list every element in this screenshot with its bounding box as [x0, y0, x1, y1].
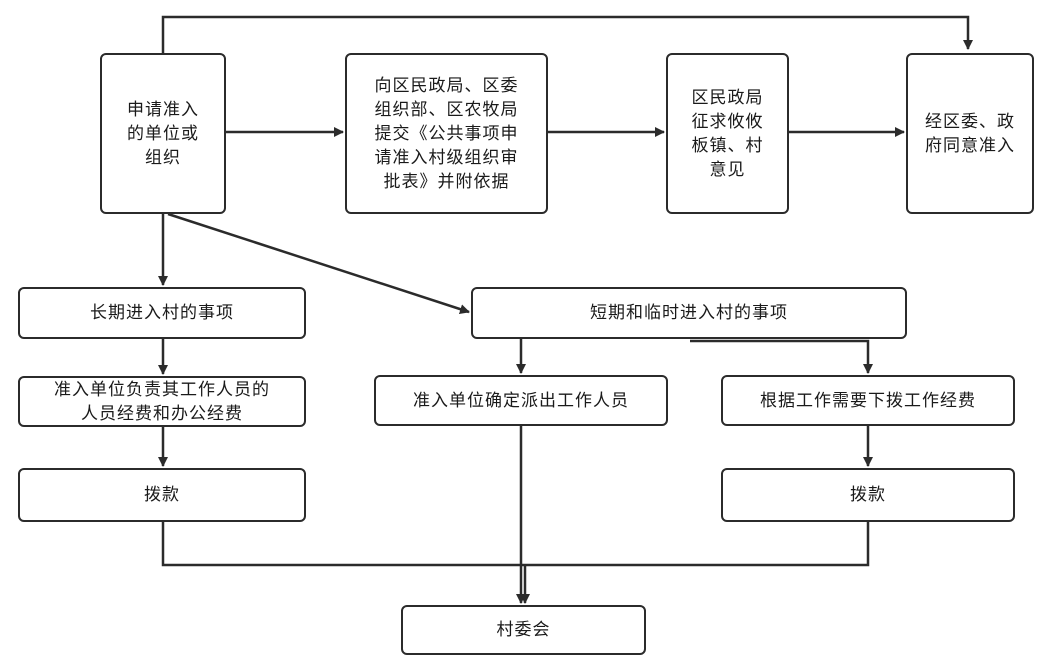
node-village-label: 村委会	[496, 620, 551, 640]
node-short-term-label: 短期和临时进入村的事项	[590, 303, 788, 323]
node-consult-label: 区民政局 征求攸攸 板镇、村 意见	[691, 87, 764, 180]
node-applicant-label: 申请准入 的单位或 组织	[127, 99, 199, 168]
node-village: 村委会	[401, 605, 646, 655]
node-submit-label: 向区民政局、区委 组织部、区农牧局 提交《公共事项申 请准入村级组织审 批表》并…	[374, 75, 519, 192]
node-approve-label: 经区委、政 府同意准入	[925, 111, 1015, 156]
arrow-applicant-to-short-term	[167, 212, 470, 314]
node-dispatch: 准入单位确定派出工作人员	[374, 375, 668, 426]
node-allocate-label: 根据工作需要下拨工作经费	[760, 390, 976, 411]
node-approve: 经区委、政 府同意准入	[906, 53, 1034, 214]
line-fund-left-to-village	[161, 522, 523, 567]
node-applicant: 申请准入 的单位或 组织	[100, 53, 226, 214]
node-long-cost-label: 准入单位负责其工作人员的 人员经费和办公经费	[54, 379, 270, 424]
node-fund-left-label: 拨款	[144, 485, 180, 505]
node-long-term-label: 长期进入村的事项	[90, 303, 234, 323]
node-consult: 区民政局 征求攸攸 板镇、村 意见	[666, 53, 789, 214]
node-submit: 向区民政局、区委 组织部、区农牧局 提交《公共事项申 请准入村级组织审 批表》并…	[345, 53, 548, 214]
node-allocate: 根据工作需要下拨工作经费	[721, 375, 1015, 426]
line-fund-right-to-village	[523, 522, 870, 567]
node-short-term: 短期和临时进入村的事项	[471, 287, 907, 339]
node-long-term: 长期进入村的事项	[18, 287, 306, 339]
node-fund-right-label: 拨款	[850, 485, 886, 505]
node-fund-right: 拨款	[721, 468, 1015, 522]
node-fund-left: 拨款	[18, 468, 306, 522]
node-long-cost: 准入单位负责其工作人员的 人员经费和办公经费	[18, 376, 306, 427]
node-dispatch-label: 准入单位确定派出工作人员	[413, 390, 629, 411]
arrow-applicant-to-approve	[161, 15, 973, 53]
arrow-short-term-to-allocate	[690, 339, 873, 374]
